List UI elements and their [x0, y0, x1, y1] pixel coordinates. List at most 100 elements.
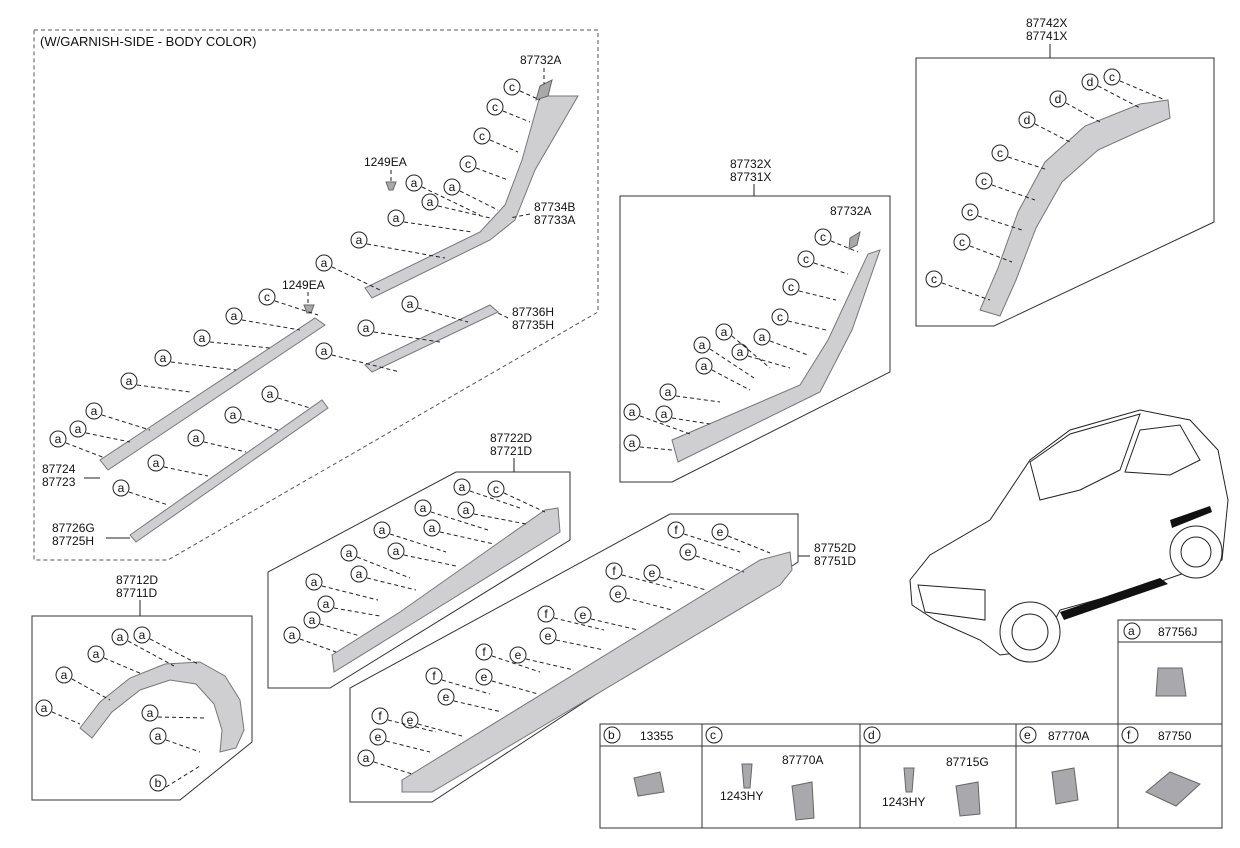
side-sill-box — [349, 513, 799, 803]
callout-leader — [683, 533, 741, 553]
callout-letter: a — [759, 330, 766, 344]
callout-circle — [147, 454, 165, 472]
car-front-hub — [1011, 613, 1049, 651]
callout-letter: c — [967, 205, 973, 219]
callout-circle — [69, 420, 87, 438]
legend-a-part: 87756J — [1158, 625, 1197, 639]
callout-leader — [417, 723, 463, 737]
callout-leader — [421, 186, 481, 216]
label-87752D: 87752D — [814, 541, 856, 555]
callout-leader — [659, 576, 707, 591]
callout-letter: c — [803, 252, 809, 266]
callout-letter: a — [429, 521, 436, 535]
callout-letter: a — [321, 344, 328, 358]
car-side-sill-highlight — [1060, 578, 1168, 620]
front-door-lower-group: 87722D 87721D — [267, 431, 571, 689]
legend-a-letter: a — [1128, 624, 1135, 638]
callout-circle — [486, 98, 504, 116]
legend-row — [599, 723, 1223, 829]
callout-leader — [830, 240, 859, 253]
callout-circle — [49, 430, 67, 448]
callout-leader — [503, 492, 546, 513]
garnish-group-outline — [33, 29, 599, 561]
callout-leader — [491, 680, 539, 695]
callout-letter: a — [629, 436, 636, 450]
callout-circle — [1049, 90, 1067, 108]
label-87712D: 87712D — [116, 573, 158, 587]
callout-letter: a — [459, 480, 466, 494]
legend-d-letter: d — [868, 728, 875, 742]
callout-letter: a — [41, 701, 48, 715]
callout-leader — [65, 442, 106, 459]
screw-1243HY-d-icon — [903, 767, 915, 793]
callout-leader — [519, 90, 541, 101]
callout-circle — [655, 405, 673, 423]
clip-87750-icon — [1145, 771, 1201, 807]
callout-circle — [405, 174, 423, 192]
callout-circle — [120, 372, 138, 390]
label-87732A-b: 87732A — [830, 204, 871, 218]
callout-leader — [389, 533, 447, 553]
legend-b-part: 13355 — [640, 729, 674, 743]
callout-letter: a — [126, 374, 133, 388]
label-1249EA-mid: 1249EA — [282, 278, 325, 292]
callout-letter: c — [788, 280, 794, 294]
callout-leader — [475, 167, 509, 181]
callout-letter: a — [309, 613, 316, 627]
callout-letter: a — [420, 501, 427, 515]
clip-87770A-e-icon — [1051, 767, 1079, 805]
callout-leader — [385, 740, 431, 753]
callout-leader — [747, 355, 791, 369]
callout-letter: a — [153, 456, 160, 470]
callouts: ccccaaaaaacaaaaaaaaaaaaaaaccccaaaaaaaaac… — [35, 68, 1166, 792]
label-87722D: 87722D — [490, 431, 532, 445]
callout-letter: f — [674, 523, 678, 537]
callout-leader — [387, 719, 437, 733]
callout-letter: c — [931, 272, 937, 286]
callout-leader — [331, 354, 401, 373]
callout-leader — [127, 640, 175, 667]
callout-leader — [977, 215, 1023, 231]
callout-leader — [51, 711, 81, 725]
callout-leader — [157, 716, 207, 719]
clip-87732A — [535, 79, 553, 101]
callout-letter: a — [199, 331, 206, 345]
label-87735H: 87735H — [512, 318, 554, 332]
callout-circle — [509, 646, 527, 664]
clip-87756J-icon — [1155, 667, 1187, 697]
callout-leader — [555, 639, 605, 651]
callout-letter: a — [737, 345, 744, 359]
callout-circle — [961, 203, 979, 221]
car-arch-highlight — [1170, 506, 1212, 528]
callout-leader — [675, 395, 721, 403]
callout-circle — [141, 704, 159, 722]
callout-letter: a — [118, 481, 125, 495]
callout-letter: c — [1109, 70, 1115, 84]
callout-leader — [969, 245, 1013, 263]
label-87732A: 87732A — [520, 53, 561, 67]
callout-letter: a — [230, 408, 237, 422]
callout-leader — [525, 658, 575, 671]
callout-circle — [693, 336, 711, 354]
car-grille — [917, 584, 986, 621]
callout-leader — [941, 282, 991, 301]
callout-circle — [953, 233, 971, 251]
label-1249EA-top: 1249EA — [364, 155, 407, 169]
callout-circle — [283, 626, 301, 644]
legend-e-part: 87770A — [1048, 729, 1089, 743]
callout-letter: a — [721, 325, 728, 339]
callout-leader — [469, 490, 521, 509]
callout-leader — [709, 348, 755, 379]
front-wheel-arch-part — [79, 661, 245, 753]
callout-leader — [403, 554, 457, 567]
car-side-window — [1124, 424, 1201, 476]
callout-circle — [111, 628, 129, 646]
callout-letter: c — [820, 230, 826, 244]
callout-letter: e — [717, 525, 724, 539]
callout-circle — [423, 519, 441, 537]
callout-letter: a — [463, 503, 470, 517]
callout-leader — [1097, 85, 1141, 109]
callout-circle — [679, 543, 697, 561]
callout-leader — [1119, 80, 1166, 101]
callout-circle — [487, 480, 505, 498]
